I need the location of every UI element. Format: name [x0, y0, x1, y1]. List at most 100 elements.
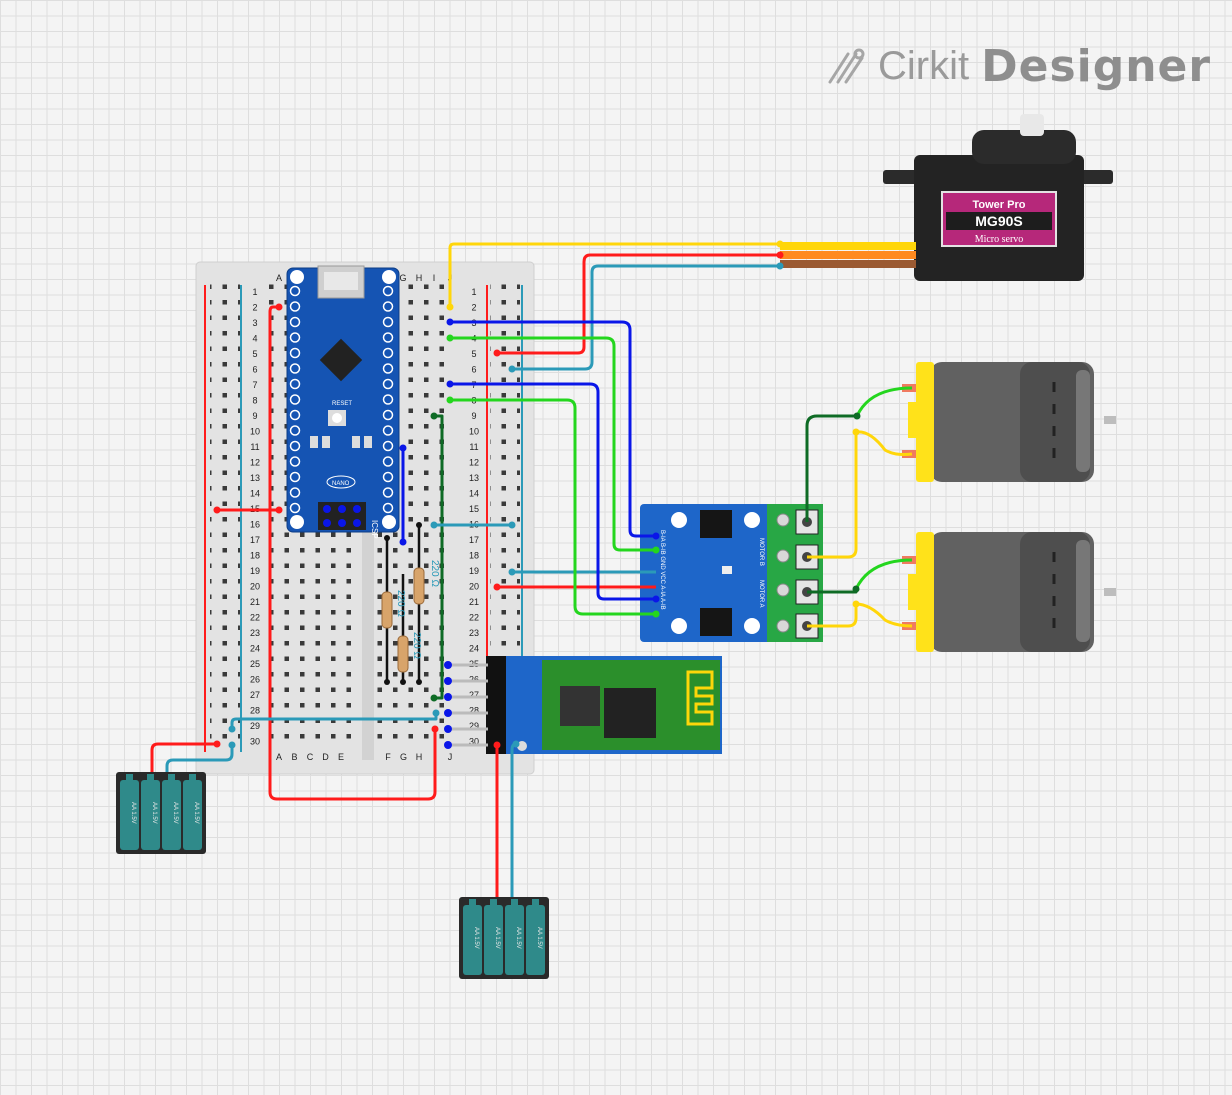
cirkit-designer-logo: Cirkit Designer [826, 41, 1211, 92]
servo-model: MG90S [975, 213, 1022, 229]
nano-pin[interactable] [289, 487, 301, 498]
icsp-label: ICSP [370, 520, 379, 539]
nano-pin[interactable] [382, 332, 394, 343]
row-number: 29 [469, 721, 479, 731]
row-number: 2 [471, 303, 476, 313]
row-number: 16 [250, 520, 260, 530]
row-number: 12 [469, 458, 479, 468]
arduino-nano: RESET NANO ICSP [286, 265, 400, 539]
arduino-pins [289, 285, 394, 514]
row-number: 1 [252, 287, 257, 297]
row-number: 30 [250, 737, 260, 747]
nano-pin[interactable] [382, 301, 394, 312]
row-number: 30 [469, 737, 479, 747]
nano-pin[interactable] [382, 502, 394, 514]
nano-pin[interactable] [289, 425, 301, 436]
battery-cell [484, 905, 503, 975]
nano-pin[interactable] [382, 409, 394, 421]
row-number: 19 [250, 566, 260, 576]
row-number: 24 [250, 644, 260, 654]
column-letter: A [276, 752, 282, 762]
nano-pin[interactable] [382, 425, 394, 436]
row-number: 24 [469, 644, 479, 654]
reset-label: RESET [332, 401, 352, 407]
row-number: 17 [469, 535, 479, 545]
column-letter: D [322, 752, 329, 762]
nano-pin[interactable] [289, 456, 301, 467]
row-number: 28 [469, 706, 479, 716]
nano-pin[interactable] [289, 316, 301, 328]
resistor-3-label: 220 Ω [411, 632, 422, 659]
column-letter: A [276, 273, 282, 283]
battery-cell-label: AA 1.5V [193, 802, 199, 824]
row-number: 19 [469, 566, 479, 576]
battery-cell-label: AA 1.5V [130, 802, 136, 824]
nano-pin[interactable] [382, 487, 394, 498]
logo-cirkit-text: Cirkit [878, 43, 970, 88]
battery-cell [505, 905, 524, 975]
column-letter: F [385, 752, 391, 762]
row-number: 22 [250, 613, 260, 623]
row-number: 27 [469, 690, 479, 700]
nano-pin[interactable] [382, 456, 394, 467]
row-number: 21 [469, 597, 479, 607]
nano-pin[interactable] [289, 502, 301, 514]
column-letter: J [448, 752, 453, 762]
row-number: 3 [252, 318, 257, 328]
nano-pin[interactable] [289, 363, 301, 374]
nano-pin[interactable] [289, 332, 301, 343]
column-letter: E [338, 752, 344, 762]
row-number: 18 [250, 551, 260, 561]
battery-cell [526, 905, 545, 975]
bluetooth-module-hc05 [444, 656, 722, 754]
nano-pin[interactable] [382, 394, 394, 405]
row-number: 23 [469, 628, 479, 638]
nano-pin[interactable] [289, 409, 301, 421]
driver-pin-labels: B-IA B-IB GND VCC A-IA A-IB [659, 530, 665, 610]
nano-pin[interactable] [289, 347, 301, 359]
cirkit-logo-icon [828, 48, 865, 84]
nano-pin[interactable] [382, 316, 394, 328]
row-number: 29 [250, 721, 260, 731]
battery-cell [183, 780, 202, 850]
servo-type: Micro servo [975, 234, 1024, 245]
mcu-chip [319, 338, 363, 382]
dc-motor-1 [902, 362, 1116, 482]
nano-pin[interactable] [382, 347, 394, 359]
battery-cell [463, 905, 482, 975]
nano-pin[interactable] [382, 285, 394, 297]
nano-pin[interactable] [382, 471, 394, 483]
nano-pin[interactable] [382, 440, 394, 452]
row-number: 25 [250, 659, 260, 669]
row-number: 21 [250, 597, 260, 607]
servo-brand: Tower Pro [973, 199, 1026, 211]
nano-pin[interactable] [289, 301, 301, 312]
row-number: 5 [471, 349, 476, 359]
battery-cell [120, 780, 139, 850]
motor-b-label: MOTOR B [758, 538, 764, 566]
row-number: 12 [250, 458, 260, 468]
row-number: 26 [250, 675, 260, 685]
nano-pin[interactable] [289, 394, 301, 405]
battery-cell-label: AA 1.5V [473, 927, 479, 949]
nano-pin[interactable] [382, 378, 394, 390]
nano-pin[interactable] [382, 363, 394, 374]
row-number: 20 [250, 582, 260, 592]
row-number: 20 [469, 582, 479, 592]
nano-pin[interactable] [289, 285, 301, 297]
nano-pin[interactable] [289, 440, 301, 452]
row-number: 13 [250, 473, 260, 483]
nano-pin[interactable] [289, 378, 301, 390]
row-number: 7 [252, 380, 257, 390]
nano-pin[interactable] [289, 471, 301, 483]
battery-cell-label: AA 1.5V [494, 927, 500, 949]
row-number: 8 [252, 396, 257, 406]
motor-driver-l9110: MOTOR B MOTOR A B-IA B-IB GND VCC A-IA A… [640, 504, 823, 642]
row-number: 15 [469, 504, 479, 514]
row-number: 18 [469, 551, 479, 561]
column-letter: C [307, 752, 314, 762]
row-number: 10 [469, 427, 479, 437]
resistors: 220 Ω 220 Ω 220 Ω [381, 525, 440, 682]
column-letter: G [399, 273, 406, 283]
